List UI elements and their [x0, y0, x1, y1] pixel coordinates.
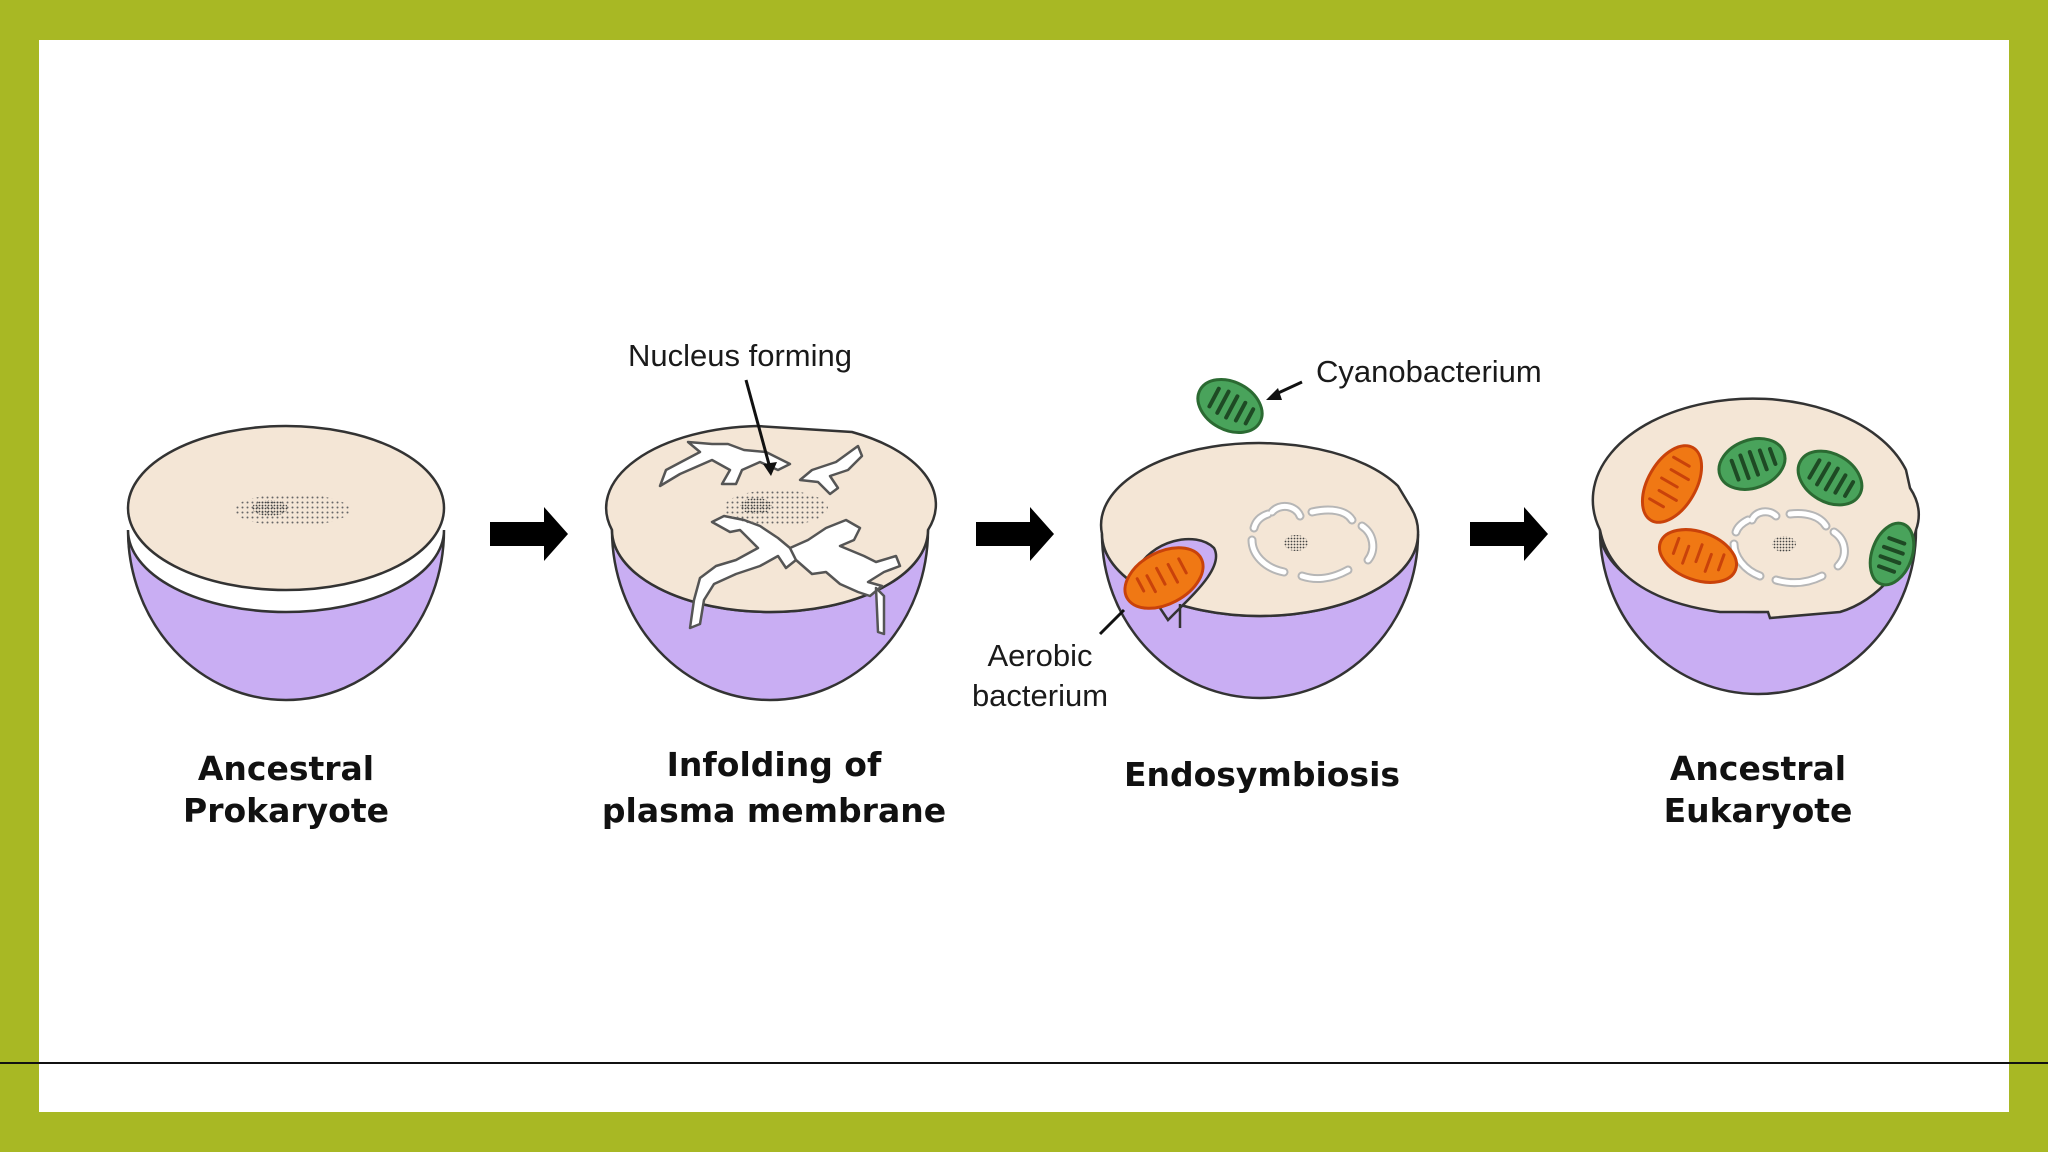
- nucleoid-dna-core: [740, 498, 772, 514]
- mitochondrion: [1658, 528, 1738, 584]
- membrane-infolding-upper-right: [798, 444, 864, 496]
- caption-stage-3-line1: Endosymbiosis: [1124, 755, 1400, 794]
- cell-ancestral-prokaryote: [126, 424, 446, 702]
- membrane-infolding-lower-left: [688, 514, 798, 630]
- caption-stage-1-line2: Prokaryote: [183, 791, 389, 830]
- cyanobacterium-pointer: [1275, 380, 1303, 396]
- aerobic-pointer: [1098, 608, 1126, 636]
- cell-ancestral-eukaryote: [1591, 397, 1920, 696]
- mitochondrion-body: [1123, 546, 1205, 610]
- nucleus: [1729, 507, 1849, 588]
- cell-endosymbiosis: Cyanobacterium Aerobic bacterium: [972, 354, 1542, 713]
- footer-divider: [0, 1062, 2048, 1064]
- nuclear-envelope-forming: [1247, 501, 1378, 583]
- aerobic-label-line1: Aerobic: [987, 638, 1092, 673]
- progression-arrow-3: [1470, 507, 1548, 561]
- membrane-infolding-lower-right: [788, 518, 902, 598]
- nucleus-forming-pointer: [744, 379, 772, 469]
- aerobic-label-line2: bacterium: [972, 678, 1108, 713]
- aerobic-bacterium: [1123, 546, 1205, 610]
- cyanobacterium-pointer-head: [1266, 388, 1282, 400]
- nucleoid-dna: [724, 490, 828, 526]
- nucleoid-dna-core: [252, 500, 288, 516]
- nucleus-forming-label: Nucleus forming: [628, 338, 852, 373]
- chloroplast: [1717, 437, 1787, 491]
- caption-stage-2-line1: Infolding of: [667, 745, 882, 784]
- progression-arrow-2: [976, 507, 1054, 561]
- mitochondrion-cristae: [1135, 557, 1188, 594]
- caption-stage-1-line1: Ancestral: [198, 749, 374, 788]
- caption-stage-4-line1: Ancestral: [1670, 749, 1846, 788]
- cell-membrane-hemisphere: [126, 529, 446, 702]
- cyanobacterium-label: Cyanobacterium: [1316, 354, 1542, 389]
- membrane-infolding-drop: [874, 586, 886, 636]
- nucleus-forming-pointer-head: [763, 462, 777, 476]
- mitochondrion: [1640, 444, 1704, 524]
- nucleus-dna: [1284, 535, 1308, 551]
- nucleoid-dna: [234, 494, 350, 526]
- membrane-infolding-upper-left: [658, 440, 792, 488]
- caption-stage-2-line2: plasma membrane: [602, 791, 946, 830]
- nucleus-dna: [1772, 536, 1796, 552]
- cyanobacterium: [1196, 377, 1264, 435]
- progression-arrow-1: [490, 507, 568, 561]
- cell-infolding-membrane: Nucleus forming: [604, 338, 938, 702]
- chloroplast-thylakoids: [1207, 386, 1256, 426]
- chloroplast: [1796, 449, 1864, 507]
- chloroplast: [1868, 521, 1916, 587]
- caption-stage-4-line2: Eukaryote: [1664, 791, 1853, 830]
